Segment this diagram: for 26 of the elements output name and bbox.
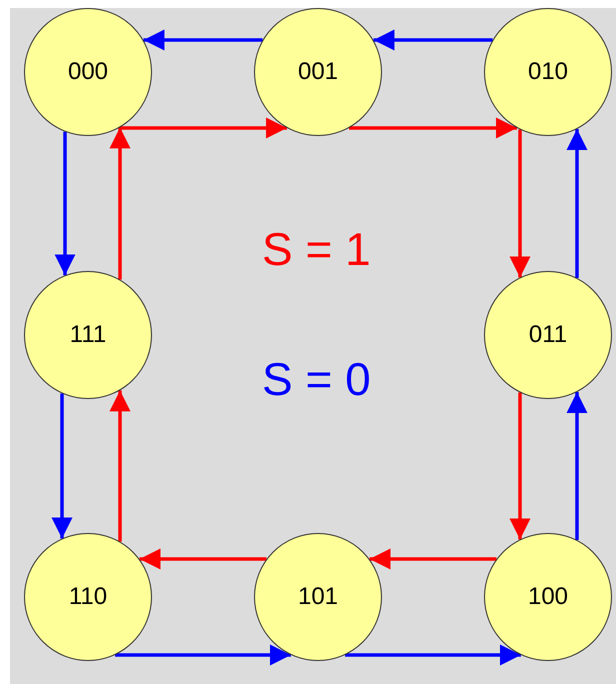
arrow — [143, 30, 263, 50]
arrow — [52, 393, 72, 539]
arrow — [348, 118, 518, 138]
arrow — [54, 132, 76, 276]
arrow — [566, 129, 588, 278]
state-label: 110 — [68, 583, 108, 611]
state-label: 100 — [528, 583, 568, 611]
arrow — [510, 392, 530, 540]
arrow — [566, 392, 588, 540]
legend-text: S = 1 — [262, 222, 371, 276]
arrow — [345, 644, 521, 666]
state-label: 010 — [528, 58, 568, 86]
arrow — [118, 118, 288, 138]
arrow — [110, 127, 130, 280]
state-label: 101 — [298, 583, 338, 611]
legend-text: S = 0 — [262, 352, 371, 406]
arrow — [115, 644, 291, 666]
arrow — [370, 548, 496, 570]
arrow — [510, 130, 530, 278]
state-label: 001 — [298, 58, 338, 86]
arrow — [110, 390, 130, 542]
state-label: 011 — [528, 321, 568, 349]
arrow — [140, 548, 266, 570]
state-label: 000 — [68, 58, 108, 86]
state-label: 111 — [70, 321, 106, 349]
arrow — [373, 30, 493, 50]
